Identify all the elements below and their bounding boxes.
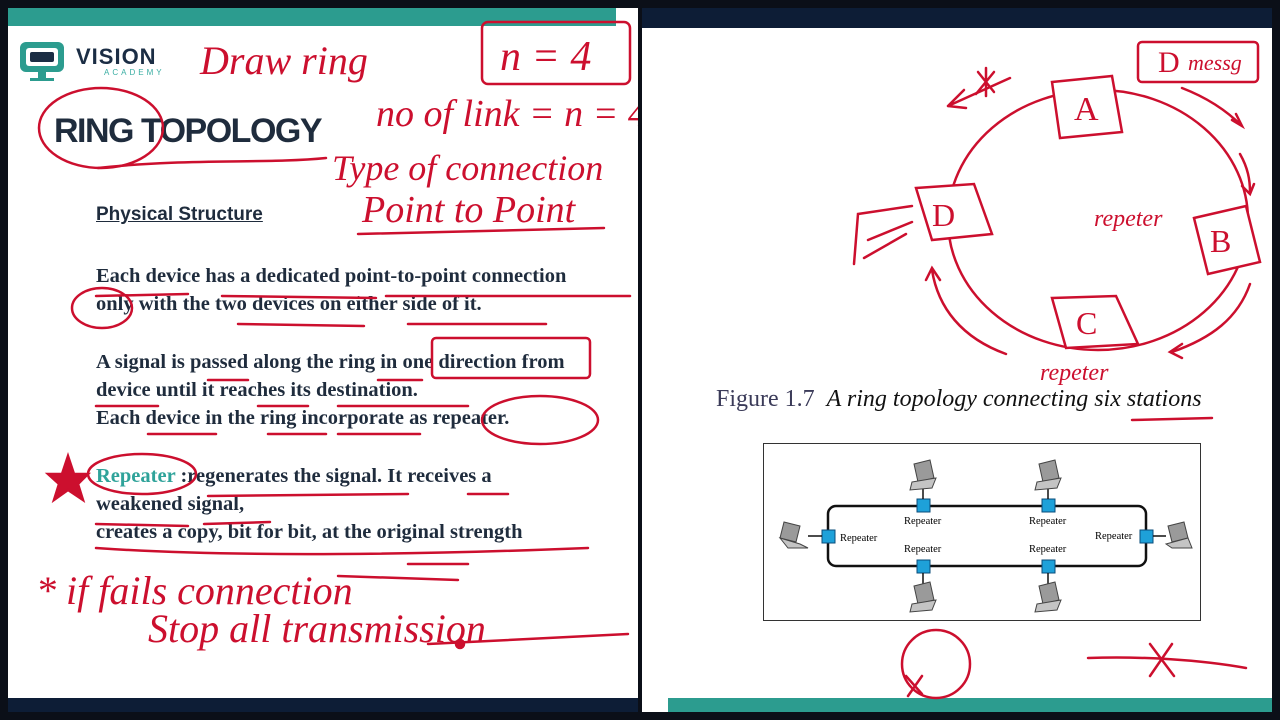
- ink-text: no of link = n = 4: [376, 93, 638, 135]
- repeater-label: Repeater: [1029, 516, 1067, 527]
- right-slide: Figure 1.7 A ring topology connecting si…: [642, 8, 1272, 712]
- figure-label: Figure 1.7: [716, 386, 815, 412]
- repeater-label: Repeater: [904, 516, 942, 527]
- repeater-label: Repeater: [904, 544, 942, 555]
- paragraph-line: Each device has a dedicated point-to-poi…: [96, 265, 567, 287]
- laptop-icon: [1164, 521, 1193, 549]
- ink-text: * if fails connection: [36, 568, 353, 613]
- paragraph-point-to-point: Each device has a dedicated point-to-poi…: [96, 262, 566, 318]
- section-heading: Physical Structure: [96, 204, 263, 225]
- bottom-accent-bar: [668, 698, 1272, 712]
- ink-underline: [1130, 416, 1214, 422]
- bottom-accent-bar: [8, 698, 638, 712]
- ink-node-c: [1050, 294, 1140, 350]
- ink-text: n = 4: [500, 34, 591, 80]
- ink-node-d: [914, 182, 994, 242]
- vision-academy-logo: [20, 42, 64, 81]
- paragraph-line: Repeater :regenerates the signal. It rec…: [96, 462, 522, 490]
- ink-underline: [96, 156, 328, 170]
- laptop-icon: [778, 521, 809, 549]
- repeater-definition-text: :regenerates the signal. It receives a: [175, 465, 492, 487]
- ink-annotations-left: Draw ring n = 4 no of link = n = 4 Type …: [36, 20, 638, 651]
- ink-text: Draw ring: [199, 38, 368, 83]
- ink-x-mark-icon: [904, 674, 924, 698]
- ink-underline: [94, 546, 590, 566]
- repeater-term: Repeater: [96, 465, 176, 487]
- paragraph-line: A signal is passed along the ring in one…: [96, 351, 565, 373]
- paragraph-line: device until it reaches its destination.: [96, 379, 418, 401]
- ink-circle-repeater: [480, 394, 600, 446]
- paragraph-repeater-definition: Repeater :regenerates the signal. It rec…: [96, 462, 522, 546]
- figure-caption: Figure 1.7 A ring topology connecting si…: [716, 386, 1202, 413]
- paragraph-line: Each device in the ring incorporate as r…: [96, 407, 510, 429]
- ink-message-box: [1136, 40, 1260, 84]
- ink-text: Type of connection: [332, 148, 603, 188]
- ink-box-n: [480, 20, 632, 86]
- ink-arrow-icon: [1167, 282, 1252, 360]
- ink-star-icon: [44, 452, 92, 504]
- ink-circle-ring: [37, 86, 165, 170]
- ring-diagram: Repeater Repeater Repeater Repeater Repe…: [778, 459, 1193, 613]
- figure-title: A ring topology connecting six stations: [826, 386, 1202, 412]
- top-accent-bar: [8, 8, 616, 26]
- laptop-icon: [1034, 581, 1062, 613]
- ink-text: repeter: [1094, 206, 1163, 232]
- laptop-icon: [909, 459, 937, 491]
- ink-line: [1086, 656, 1248, 670]
- ink-arrow-icon: [852, 204, 914, 266]
- ink-node-b: [1192, 204, 1262, 276]
- left-slide: VISION ACADEMY RING TOPOLOGY Physical St…: [8, 8, 638, 712]
- ink-node-label: D: [932, 197, 955, 233]
- ink-message-dest: D: [1158, 46, 1180, 79]
- ink-annotations-right: A B C D D messg repeter repeter: [852, 40, 1262, 700]
- paragraph-line: weakened signal,: [96, 493, 245, 515]
- ring-topology-figure: Repeater Repeater Repeater Repeater Repe…: [763, 443, 1201, 621]
- ink-circle-only: [70, 286, 134, 330]
- ink-text: Point to Point: [361, 189, 577, 231]
- ink-underline: [94, 520, 272, 528]
- repeater-label: Repeater: [1029, 544, 1067, 555]
- ink-circle: [900, 628, 972, 700]
- ink-underline: [206, 492, 510, 498]
- ink-node-a: [1050, 74, 1124, 140]
- laptop-icon: [909, 581, 937, 613]
- repeater-label: Repeater: [1095, 531, 1133, 542]
- ink-x-mark-icon: [1148, 642, 1176, 678]
- paragraph-line: only with the two devices on either side…: [96, 293, 482, 315]
- ink-box-direction: [430, 336, 592, 380]
- ink-underline: [94, 292, 632, 300]
- laptop-icon: [1034, 459, 1062, 491]
- ink-arrow-icon: [1180, 86, 1246, 130]
- paragraph-line: creates a copy, bit for bit, at the orig…: [96, 521, 523, 543]
- ink-underline: [336, 574, 460, 582]
- repeater-label: Repeater: [840, 533, 878, 544]
- ink-arrow-icon: [1238, 152, 1256, 197]
- ink-text: repeter: [1040, 360, 1109, 386]
- ink-node-label: A: [1074, 91, 1099, 128]
- ink-underline: [236, 322, 548, 328]
- ink-arrow-icon: [946, 76, 1012, 110]
- ink-arrow-icon: [924, 265, 1008, 356]
- slide-title: RING TOPOLOGY: [54, 112, 323, 150]
- ink-node-label: B: [1210, 223, 1231, 259]
- logo-subtitle: ACADEMY: [104, 68, 165, 77]
- ink-dot: [454, 638, 466, 650]
- ink-message-text: messg: [1188, 50, 1242, 75]
- ink-circle-repeater-term: [86, 452, 198, 496]
- ink-underline: [356, 226, 606, 236]
- ink-x-mark-icon: [974, 66, 996, 98]
- paragraph-signal-direction: A signal is passed along the ring in one…: [96, 348, 565, 432]
- ink-node-label: C: [1076, 305, 1097, 341]
- top-accent-bar: [642, 8, 1272, 28]
- logo-name: VISION: [76, 44, 157, 69]
